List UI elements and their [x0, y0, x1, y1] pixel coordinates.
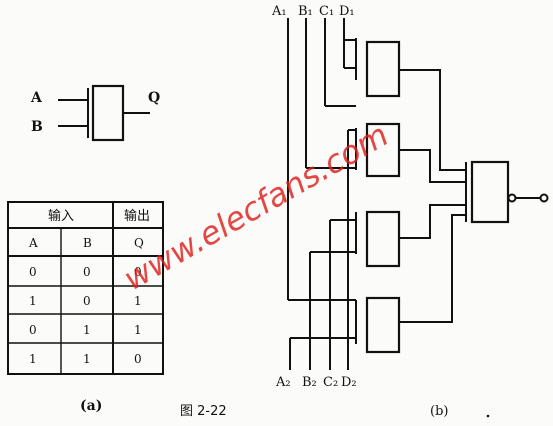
figure-caption: 图 2-22 — [180, 404, 227, 419]
right-circuit: A₁ B₁ C₁ D₁ A₂ B₂ C₂ D₂ — [271, 4, 549, 390]
bus-label-d2: D₂ — [341, 375, 357, 390]
table-cell: 1 — [134, 323, 142, 337]
table-cell: 1 — [134, 294, 142, 308]
final-nand-gate — [470, 160, 510, 224]
gate-input-b-label: B — [31, 119, 43, 135]
gate4-output-wire — [399, 214, 466, 323]
output-terminal-icon — [539, 193, 549, 203]
bus-label-b1: B₁ — [298, 4, 313, 19]
table-cell: 0 — [134, 352, 142, 366]
table-cell: 1 — [83, 352, 91, 366]
table-cell: 0 — [29, 323, 37, 337]
table-column-header: A — [28, 236, 38, 250]
bus-label-d1: D₁ — [339, 4, 355, 19]
table-cell: 0 — [83, 265, 91, 279]
table-cell: 0 — [83, 294, 91, 308]
table-cell: 1 — [29, 294, 37, 308]
truth-table: 输入 输出 A B Q 0 0 0 1 0 1 0 1 1 1 1 0 — [7, 201, 164, 375]
table-column-header: B — [83, 236, 92, 250]
bus-label-a2: A₂ — [275, 375, 291, 390]
watermark: www.elecfans.com — [117, 116, 395, 298]
bus-label-a1: A₁ — [271, 4, 287, 19]
gate-output-label: Q — [148, 90, 160, 106]
bus-label-c1: C₁ — [319, 4, 334, 19]
inversion-bubble-icon — [507, 193, 517, 203]
table-cell: 0 — [134, 265, 142, 279]
nand-gate-4 — [365, 296, 401, 354]
gate2-output-wire — [399, 149, 466, 183]
gate-body — [91, 84, 125, 142]
table-border — [7, 201, 164, 375]
caption-part-b: (b) — [430, 404, 448, 419]
gate3-output-wire — [399, 204, 466, 239]
caption-part-a: (a) — [80, 398, 102, 414]
table-column-header: Q — [134, 236, 144, 250]
table-cell: 1 — [29, 352, 37, 366]
table-header-output: 输出 — [124, 208, 150, 224]
gate-input-a-label: A — [30, 90, 43, 106]
bus-label-c2: C₂ — [323, 375, 338, 390]
gate1-output-wire — [399, 69, 466, 171]
nand-gate-3 — [365, 210, 401, 268]
table-cell: 1 — [83, 323, 91, 337]
bus-label-b2: B₂ — [302, 375, 317, 390]
nand-gate-1 — [365, 40, 401, 98]
left-nand-gate: A B Q — [30, 84, 160, 142]
table-cell: 0 — [29, 265, 37, 279]
table-header-inputs: 输入 — [48, 208, 74, 224]
stray-dot — [486, 414, 490, 418]
